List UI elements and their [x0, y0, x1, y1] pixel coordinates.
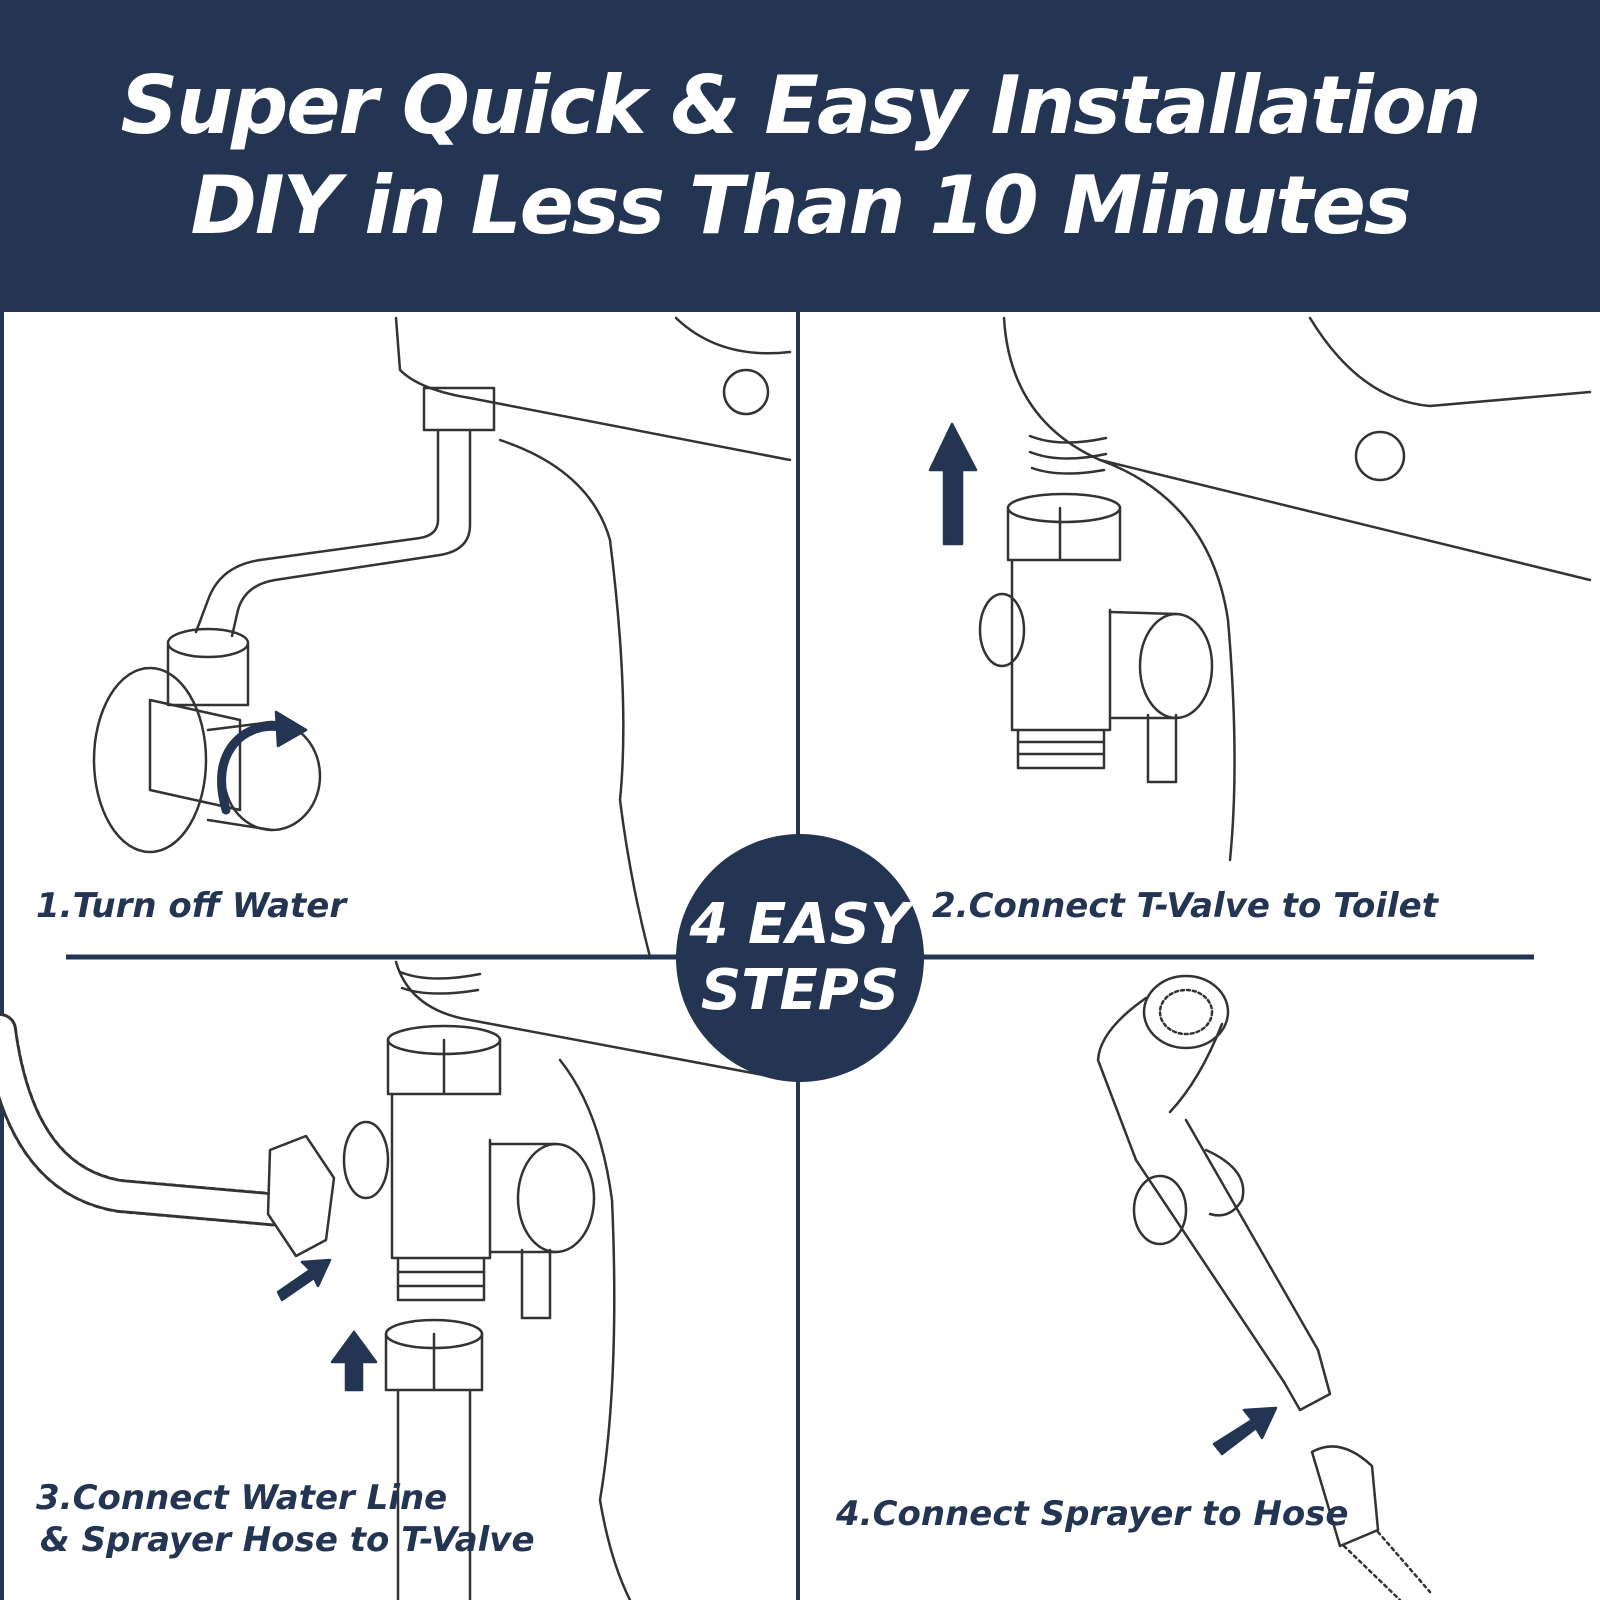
- hose-line: [1342, 1530, 1432, 1600]
- sprayer-neck: [1096, 996, 1224, 1162]
- waterline-nut: [384, 1332, 484, 1392]
- step3-illustration: [0, 960, 792, 1600]
- toilet-tank-outline: [1002, 316, 1592, 582]
- tvalve-knob-side: [488, 1142, 558, 1254]
- tvalve-lever: [520, 1248, 552, 1320]
- hose-nut: [266, 1134, 336, 1258]
- step1-illustration: [92, 316, 792, 959]
- valve-stem: [148, 698, 242, 812]
- tank-thread: [1028, 434, 1108, 475]
- up-arrow: [330, 1330, 378, 1392]
- tvalve-nut: [1006, 506, 1122, 562]
- badge-line-1: 4 EASY: [689, 892, 911, 957]
- title-line-2: DIY in Less Than 10 Minutes: [190, 159, 1411, 252]
- tvalve-nut-top: [1006, 492, 1122, 524]
- toilet-bowl-outline: [498, 438, 652, 959]
- side-arrow: [276, 1258, 332, 1302]
- easy-steps-badge: 4 EASY STEPS: [676, 834, 924, 1082]
- toilet-bowl-outline: [558, 1058, 632, 1600]
- step4-illustration: [1096, 974, 1432, 1600]
- header-banner: Super Quick & Easy Installation DIY in L…: [0, 0, 1600, 312]
- tvalve-body: [390, 1092, 492, 1260]
- sprayer-head: [1142, 974, 1230, 1050]
- step3-caption-line2: & Sprayer Hose to T-Valve: [40, 1520, 535, 1560]
- step1-caption: 1.Turn off Water: [36, 886, 347, 926]
- up-arrow: [928, 422, 978, 546]
- supply-pipe: [194, 428, 440, 634]
- sprayer-trigger: [1132, 1174, 1188, 1246]
- step4-caption: 4.Connect Sprayer to Hose: [836, 1494, 1349, 1534]
- valve-nut-top: [166, 627, 250, 659]
- tvalve-knob-side: [1108, 610, 1178, 720]
- tvalve-side-port: [978, 592, 1026, 668]
- tvalve-thread: [396, 1256, 486, 1302]
- supply-nut: [422, 386, 496, 432]
- tvalve-side-port: [342, 1120, 390, 1200]
- side-arrow: [1212, 1406, 1278, 1456]
- turn-arrow-head: [274, 710, 308, 748]
- supply-pipe-inner: [230, 428, 472, 638]
- sprayer-thread: [1282, 1348, 1332, 1412]
- toilet-tank-edge: [674, 316, 792, 355]
- step3-caption-line1: 3.Connect Water Line: [36, 1478, 448, 1518]
- tank-bolt: [722, 368, 770, 416]
- step2-illustration: [928, 316, 1592, 862]
- badge-line-2: STEPS: [700, 958, 900, 1023]
- sprayer-nozzle: [1158, 988, 1214, 1036]
- step2-caption: 2.Connect T-Valve to Toilet: [932, 886, 1438, 926]
- tank-bolt: [1354, 430, 1406, 482]
- tvalve-lever: [1146, 713, 1178, 784]
- hose-cone: [1310, 1445, 1380, 1548]
- tvalve-thread: [1016, 728, 1106, 770]
- tank-thread: [398, 970, 482, 995]
- sprayer-hose-inner: [0, 1016, 294, 1224]
- sprayer-hook: [1204, 1148, 1245, 1217]
- tvalve-nut: [386, 1038, 502, 1096]
- valve-body: [166, 643, 250, 707]
- tvalve-knob: [516, 1142, 596, 1254]
- valve-flange: [92, 666, 208, 854]
- turn-arrow: [217, 721, 291, 815]
- title-line-1: Super Quick & Easy Installation: [120, 59, 1481, 152]
- tvalve-body: [1010, 558, 1112, 732]
- toilet-bowl-outline: [1098, 458, 1236, 862]
- sprayer-hose: [0, 1013, 297, 1227]
- tvalve-knob: [1138, 612, 1214, 720]
- sprayer-handle: [1134, 1118, 1320, 1384]
- toilet-tank-edge: [1308, 316, 1592, 408]
- water-line: [396, 1388, 472, 1600]
